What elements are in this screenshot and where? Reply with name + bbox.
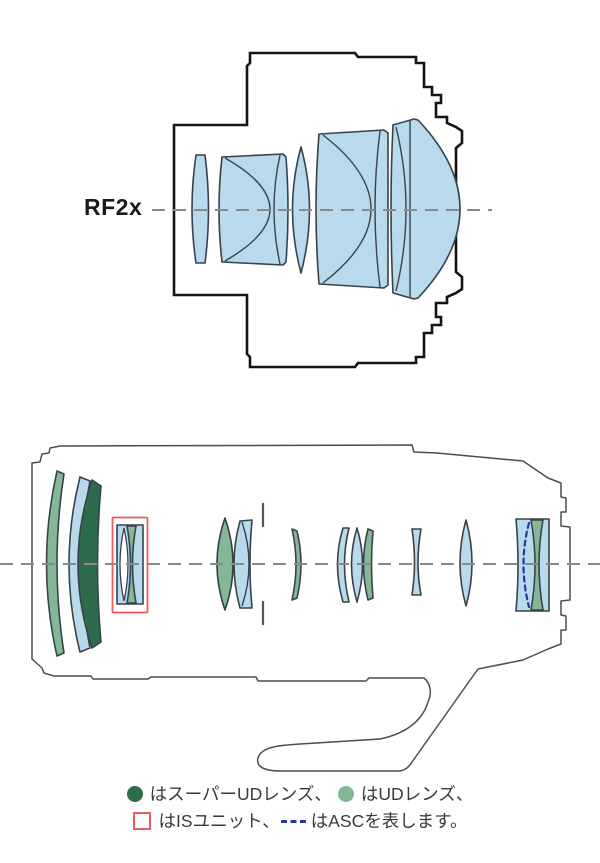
extender-label: RF2x — [84, 194, 143, 220]
lens-element-10 — [411, 528, 422, 596]
lens-body-outline — [31, 444, 571, 772]
is-group-air-gap — [119, 527, 129, 602]
legend-line-1: はスーパーUDレンズ、 はUDレンズ、 — [0, 780, 600, 807]
extender-body-outline — [172, 51, 464, 369]
asc-dashed-line — [522, 521, 531, 609]
lens-cross-section — [0, 444, 600, 772]
extender-cross-section — [152, 51, 492, 369]
legend-line-2: はISユニット、 はASCを表します。 — [0, 807, 600, 834]
extender-group-2 — [218, 153, 289, 266]
is-square-icon — [132, 811, 151, 830]
lens-element-4-ud — [216, 517, 234, 611]
asc-label: はASCを表します。 — [310, 811, 468, 831]
extender-group-2-cement-surface-2 — [273, 154, 281, 265]
legend: はスーパーUDレンズ、 はUDレンズ、 はISユニット、 はASCを表します。 — [0, 780, 600, 834]
is-label: はISユニット、 — [158, 811, 280, 831]
ud-circle-icon — [337, 785, 354, 802]
super-ud-label: はスーパーUDレンズ、 — [149, 784, 332, 804]
asc-dashes-icon — [280, 820, 306, 823]
super-ud-circle-icon — [126, 785, 143, 802]
lens-group-5-cement-surface — [241, 521, 250, 607]
lens-element-1-ud — [45, 470, 65, 657]
extender-group-4-cement-surface-2 — [374, 130, 381, 288]
ud-label: はUDレンズ、 — [360, 784, 474, 804]
